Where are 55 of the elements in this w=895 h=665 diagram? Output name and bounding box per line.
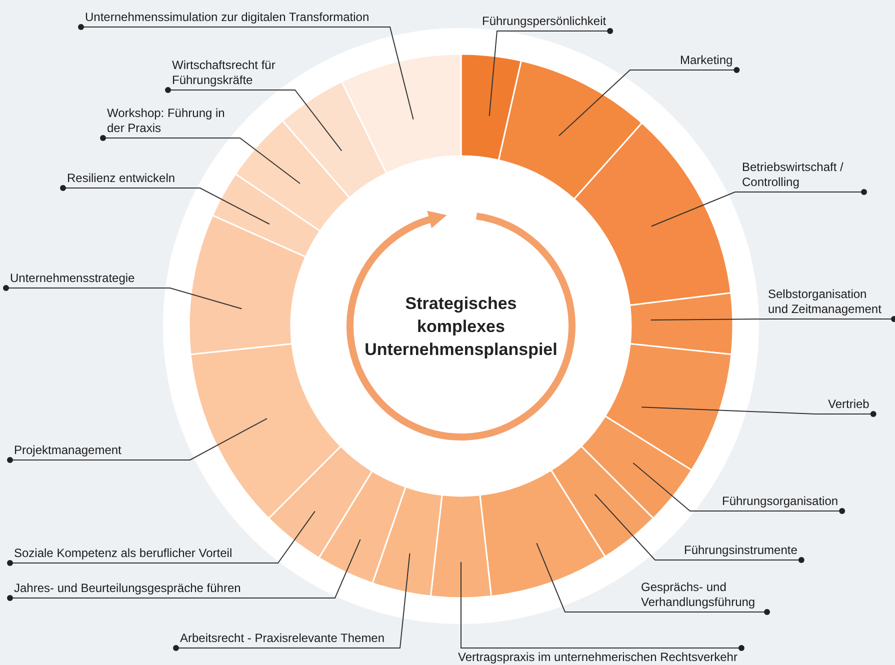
donut-segment <box>580 415 692 520</box>
donut-segment <box>430 494 492 599</box>
leader-line <box>536 542 770 615</box>
leader-line <box>7 538 361 601</box>
leader-line <box>60 185 270 225</box>
leader-line <box>78 24 414 120</box>
leader-line <box>173 552 410 651</box>
donut-segment <box>234 120 350 232</box>
leader-line <box>558 67 740 136</box>
topic-label: Unternehmensstrategie <box>10 271 135 286</box>
donut-segment <box>479 469 606 598</box>
topic-label: Projektmanagement <box>14 443 122 458</box>
leader-line <box>100 135 300 184</box>
leader-line <box>650 189 867 227</box>
leader-line <box>460 562 744 651</box>
donut-segment <box>573 122 732 306</box>
topic-label: Führungsinstrumente <box>684 543 798 558</box>
leader-line <box>650 316 895 322</box>
topic-label: Workshop: Führung in der Praxis <box>107 106 233 136</box>
leader-line <box>3 285 242 310</box>
leader-line <box>7 418 268 463</box>
topic-label: Unternehmenssimulation zur digitalen Transformation <box>85 10 370 25</box>
topic-label: Arbeitsrecht - Praxisrelevante Themen <box>180 631 385 646</box>
topic-label: Marketing <box>680 53 733 68</box>
leader-line <box>594 494 804 563</box>
donut-segment <box>318 470 406 584</box>
leader-line <box>641 406 876 417</box>
donut-segment <box>341 53 462 174</box>
topic-label: Führungspersönlichkeit <box>482 14 606 29</box>
donut-segment <box>604 343 732 471</box>
donut-segment <box>628 292 734 356</box>
topic-label: Resilienz entwickeln <box>67 171 176 186</box>
leader-line <box>632 462 846 514</box>
leader-line <box>165 87 342 152</box>
donut-segment <box>282 80 388 198</box>
title: Strategisches komplexes Unternehmensplanspiel <box>364 293 558 361</box>
topic-label: Vertrieb <box>828 397 870 412</box>
donut-segment <box>498 60 643 200</box>
donut-segment <box>190 343 342 520</box>
donut-segment <box>372 486 443 598</box>
leader-line <box>488 28 614 116</box>
topic-label: Gesprächs- und Verhandlungsführung <box>641 580 763 610</box>
donut-segment <box>268 445 373 559</box>
topic-label: Soziale Kompetenz als beruflicher Vorteil <box>14 546 232 561</box>
donut-segment <box>550 445 654 558</box>
topic-label: Führungsorganisation <box>722 494 838 509</box>
topic-label: Betriebswirtschaft / Controlling <box>742 160 860 190</box>
topic-label: Wirtschaftsrecht für Führungskräfte <box>172 58 288 88</box>
topic-label: Vertragspraxis im unternehmerischen Rechtsverkehr <box>458 650 738 665</box>
topic-label: Selbstorganisation und Zeitmanagement <box>768 287 890 317</box>
donut-segment <box>212 173 321 258</box>
leader-line <box>7 510 316 566</box>
donut-segment <box>460 53 522 161</box>
donut-segment <box>188 214 306 356</box>
topic-label: Jahres- und Beurteilungsgespräche führen <box>14 581 241 596</box>
